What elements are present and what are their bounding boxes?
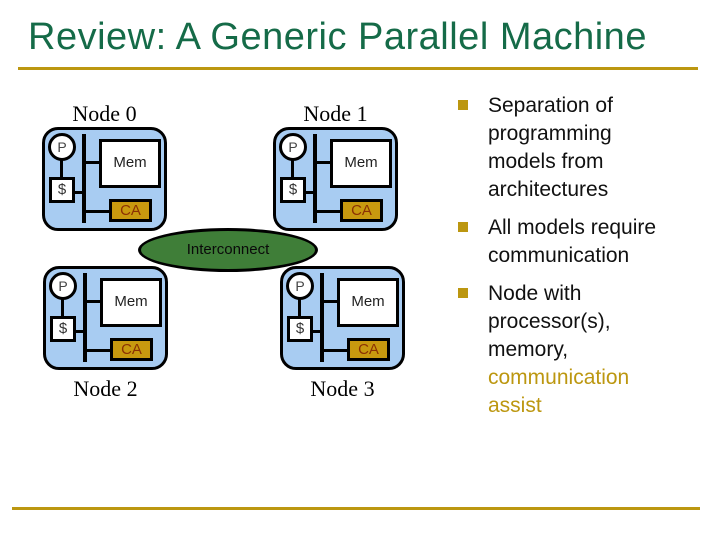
- bullet-line: architectures: [488, 178, 609, 201]
- bus-ca-link: [87, 349, 111, 352]
- bullet-square-icon: [458, 222, 468, 232]
- cache-bus-link: [72, 191, 82, 194]
- bullet-line-highlight: assist: [488, 394, 542, 417]
- processor-circle: P: [49, 272, 77, 300]
- memory-box: Mem: [100, 278, 162, 327]
- bullet-line: Separation of: [488, 94, 613, 117]
- processor-circle: P: [279, 133, 307, 161]
- processor-cache-link: [61, 299, 64, 317]
- node-1: Node 1 P Mem $ CA: [273, 101, 398, 231]
- bullet-line: All models require: [488, 216, 657, 239]
- processor-cache-link: [291, 160, 294, 178]
- parallel-machine-diagram: Node 0 P Mem $ CA Node 1 P Mem $ CA Node…: [42, 101, 405, 401]
- node-0: Node 0 P Mem $ CA: [42, 101, 167, 231]
- node-bus-line: [320, 273, 324, 362]
- processor-circle: P: [286, 272, 314, 300]
- processor-cache-link: [298, 299, 301, 317]
- bullet-square-icon: [458, 288, 468, 298]
- bus-memory-link: [324, 300, 338, 303]
- cache-bus-link: [310, 330, 320, 333]
- bullet-square-icon: [458, 100, 468, 110]
- node-bus-line: [82, 134, 86, 223]
- interconnect-ellipse: Interconnect: [138, 228, 318, 272]
- comm-assist-box: CA: [110, 338, 153, 361]
- cache-bus-link: [73, 330, 83, 333]
- cache-box: $: [287, 316, 313, 342]
- bullet-line: processor(s),: [488, 310, 611, 333]
- title-underline: [18, 67, 698, 70]
- processor-circle: P: [48, 133, 76, 161]
- memory-box: Mem: [99, 139, 161, 188]
- bullet-line: models from: [488, 150, 604, 173]
- comm-assist-box: CA: [340, 199, 383, 222]
- comm-assist-box: CA: [347, 338, 390, 361]
- memory-box: Mem: [337, 278, 399, 327]
- node-1-label: Node 1: [303, 101, 368, 126]
- bus-memory-link: [87, 300, 101, 303]
- comm-assist-box: CA: [109, 199, 152, 222]
- bullet-list: Separation of programming models from ar…: [458, 88, 716, 420]
- node-2: Node 2 P Mem $ CA: [43, 266, 168, 401]
- bullet-item-separation: Separation of programming models from ar…: [458, 92, 716, 204]
- cache-bus-link: [303, 191, 313, 194]
- footer-rule: [12, 507, 700, 510]
- memory-box: Mem: [330, 139, 392, 188]
- bus-ca-link: [317, 210, 341, 213]
- bullet-line: programming: [488, 122, 612, 145]
- bus-memory-link: [86, 161, 100, 164]
- cache-box: $: [280, 177, 306, 203]
- cache-box: $: [50, 316, 76, 342]
- bullet-line: memory,: [488, 338, 569, 361]
- bullet-text: All models require communication: [488, 214, 716, 270]
- bullet-line: communication: [488, 244, 630, 267]
- bus-ca-link: [86, 210, 110, 213]
- slide-title: Review: A Generic Parallel Machine: [28, 16, 647, 58]
- bus-ca-link: [324, 349, 348, 352]
- node-3: Node 3 P Mem $ CA: [280, 266, 405, 401]
- node-2-label: Node 2: [73, 376, 138, 401]
- bus-memory-link: [317, 161, 331, 164]
- bullet-line: Node with: [488, 282, 582, 305]
- cache-box: $: [49, 177, 75, 203]
- bullet-item-node-parts: Node with processor(s), memory, communic…: [458, 280, 716, 420]
- node-bus-line: [83, 273, 87, 362]
- node-3-label: Node 3: [310, 376, 375, 401]
- node-0-label: Node 0: [72, 101, 137, 126]
- processor-cache-link: [60, 160, 63, 178]
- bullet-text: Node with processor(s), memory, communic…: [488, 280, 716, 420]
- bullet-line-highlight: communication: [488, 366, 630, 389]
- node-bus-line: [313, 134, 317, 223]
- bullet-text: Separation of programming models from ar…: [488, 92, 716, 204]
- bullet-item-communication: All models require communication: [458, 214, 716, 270]
